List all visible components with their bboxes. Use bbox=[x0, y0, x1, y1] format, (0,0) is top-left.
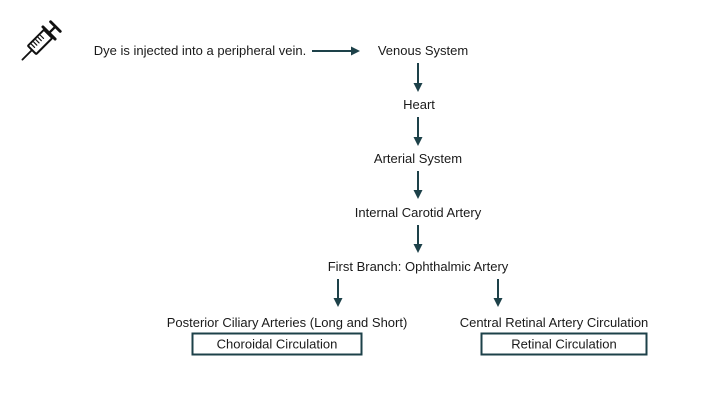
node-ophthalmic-artery: First Branch: Ophthalmic Artery bbox=[327, 259, 509, 275]
node-venous-system: Venous System bbox=[377, 43, 469, 59]
node-heart: Heart bbox=[403, 97, 435, 113]
node-dye-injection: Dye is injected into a peripheral vein. bbox=[93, 43, 307, 59]
node-posterior-ciliary: Posterior Ciliary Arteries (Long and Sho… bbox=[166, 315, 408, 331]
syringe-icon bbox=[12, 10, 70, 72]
syringe-icon-svg bbox=[21, 20, 62, 61]
node-internal-carotid: Internal Carotid Artery bbox=[354, 205, 482, 221]
node-arterial-system: Arterial System bbox=[373, 151, 463, 167]
node-retinal-circulation: Retinal Circulation bbox=[480, 332, 648, 356]
node-central-retinal: Central Retinal Artery Circulation bbox=[459, 315, 649, 331]
node-choroidal-circulation: Choroidal Circulation bbox=[191, 332, 363, 356]
